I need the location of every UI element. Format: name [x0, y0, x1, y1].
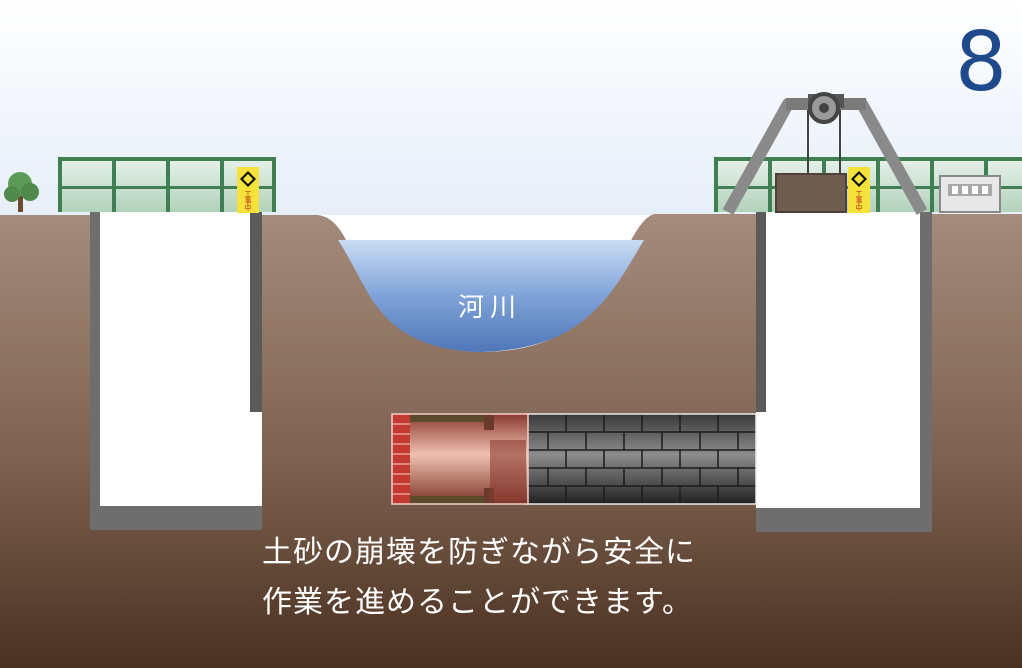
svg-text:中: 中: [856, 203, 863, 212]
gantry-crane-icon: [722, 92, 928, 215]
tunnel-segments: [525, 413, 757, 505]
caption: 土砂の崩壊を防ぎながら安全に 作業を進めることができます。: [262, 528, 782, 638]
svg-text:中: 中: [245, 203, 252, 212]
river: [338, 240, 644, 352]
caption-line-2: 作業を進めることができます。: [262, 585, 693, 620]
construction-sign-left: 工 事 中: [237, 167, 259, 213]
svg-text:事: 事: [856, 196, 863, 205]
svg-text:事: 事: [245, 196, 252, 205]
step-number: 8: [954, 15, 1008, 110]
svg-text:工: 工: [856, 190, 863, 198]
tree-icon: [4, 172, 39, 212]
right-shaft: [756, 212, 932, 532]
construction-sign-right: 工 事 中: [848, 167, 870, 213]
shield-machine: [391, 413, 529, 505]
left-shaft: [90, 212, 262, 530]
control-box-icon: [939, 175, 1001, 213]
caption-line-1: 土砂の崩壊を防ぎながら安全に: [262, 535, 696, 570]
sign-text-left: 工: [245, 190, 252, 198]
river-label: 河川: [457, 293, 522, 323]
